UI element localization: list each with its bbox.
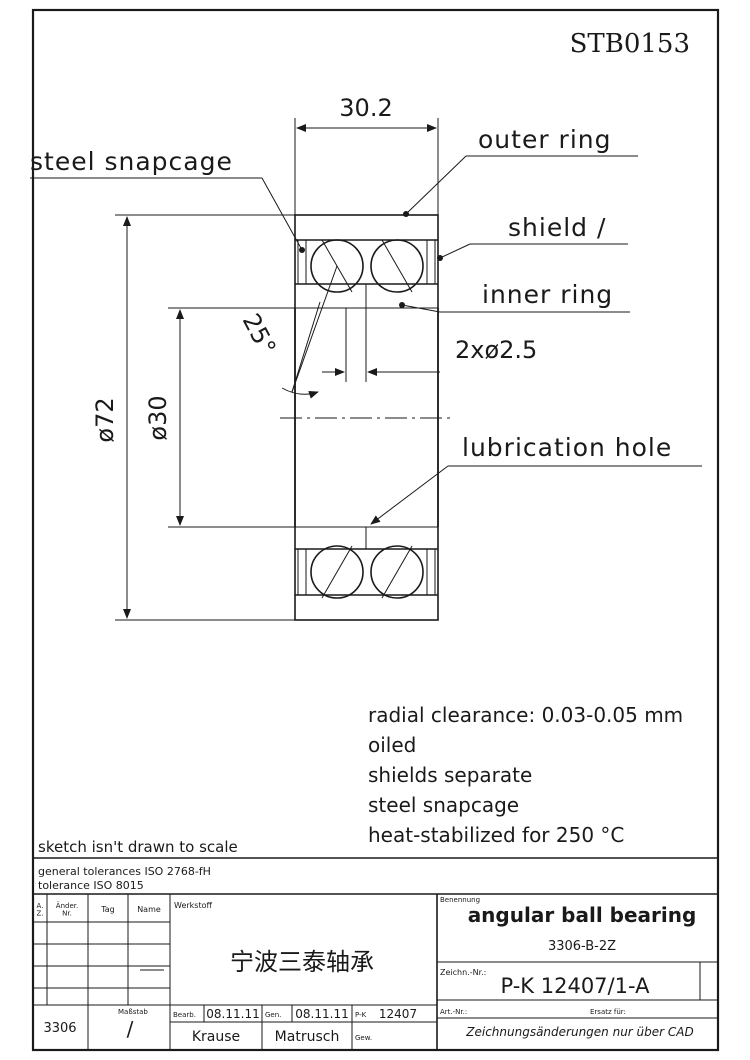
bearb-label: Bearb.	[173, 1011, 196, 1019]
note-line: shields separate	[368, 763, 532, 787]
ersatz-label: Ersatz für:	[590, 1008, 626, 1016]
massstab-value: /	[127, 1017, 134, 1041]
lower-section	[294, 526, 439, 621]
drawing-subtitle: 3306-B-2Z	[548, 939, 616, 954]
drawing-title: angular ball bearing	[468, 903, 697, 927]
drawing-number: P-K 12407/1-A	[501, 974, 651, 998]
benennung-label: Benennung	[440, 896, 480, 904]
gen-date: 08.11.11	[295, 1007, 348, 1021]
header-az: A.Z.	[36, 902, 43, 918]
company-name: 宁波三泰轴承	[230, 948, 374, 976]
callout-lubrication-hole: lubrication hole	[462, 433, 672, 462]
ball	[310, 239, 364, 293]
pk-number: 12407	[379, 1007, 417, 1021]
gew-label: Gew.	[355, 1034, 372, 1042]
header-tag: Tag	[100, 905, 115, 914]
note-line: radial clearance: 0.03-0.05 mm	[368, 703, 683, 727]
callout-shield: shield /	[508, 213, 606, 242]
document-id: STB0153	[570, 29, 690, 59]
art-label: Art.-Nr.:	[440, 1008, 467, 1016]
scale-note: sketch isn't drawn to scale	[38, 838, 238, 856]
pk-label: P-K	[355, 1011, 367, 1019]
gen-name: Matrusch	[275, 1029, 340, 1045]
part-number: 3306	[43, 1021, 76, 1036]
bearb-name: Krause	[192, 1029, 240, 1045]
notes: radial clearance: 0.03-0.05 mm oiled shi…	[368, 703, 683, 847]
tolerance-specific: tolerance ISO 8015	[38, 879, 144, 892]
zeichnung-label: Zeichn.-Nr.:	[440, 968, 486, 977]
ball	[370, 239, 424, 293]
note-line: oiled	[368, 733, 416, 757]
outer-diameter-dimension: ø72	[91, 397, 119, 442]
bearing-section	[280, 214, 452, 621]
title-block: general tolerances ISO 2768-fH tolerance…	[33, 857, 718, 1050]
contact-angle-dimension: 25°	[237, 309, 282, 360]
sheet-border	[31, 8, 720, 1052]
header-name: Name	[137, 905, 161, 914]
tolerance-general: general tolerances ISO 2768-fH	[38, 865, 211, 878]
width-dimension: 30.2	[339, 94, 392, 122]
upper-section	[294, 214, 439, 309]
massstab-label: Maßstab	[118, 1008, 148, 1016]
callout-snapcage: steel snapcage	[30, 147, 233, 176]
callout-outer-ring: outer ring	[478, 125, 612, 154]
gen-label: Gen.	[265, 1011, 281, 1019]
header-werkstoff: Werkstoff	[174, 901, 212, 910]
note-line: steel snapcage	[368, 793, 519, 817]
ball	[370, 545, 424, 599]
note-line: heat-stabilized for 250 °C	[368, 823, 624, 847]
change-note: Zeichnungsänderungen nur über CAD	[465, 1025, 694, 1039]
callout-inner-ring: inner ring	[482, 280, 613, 309]
bore-diameter-dimension: ø30	[144, 395, 172, 440]
header-aenderung: Änder.Nr.	[56, 901, 78, 918]
callouts: steel snapcage outer ring shield / inner…	[30, 125, 702, 525]
hole-dimension: 2xø2.5	[455, 336, 537, 364]
ball	[310, 545, 364, 599]
bearb-date: 08.11.11	[206, 1007, 259, 1021]
